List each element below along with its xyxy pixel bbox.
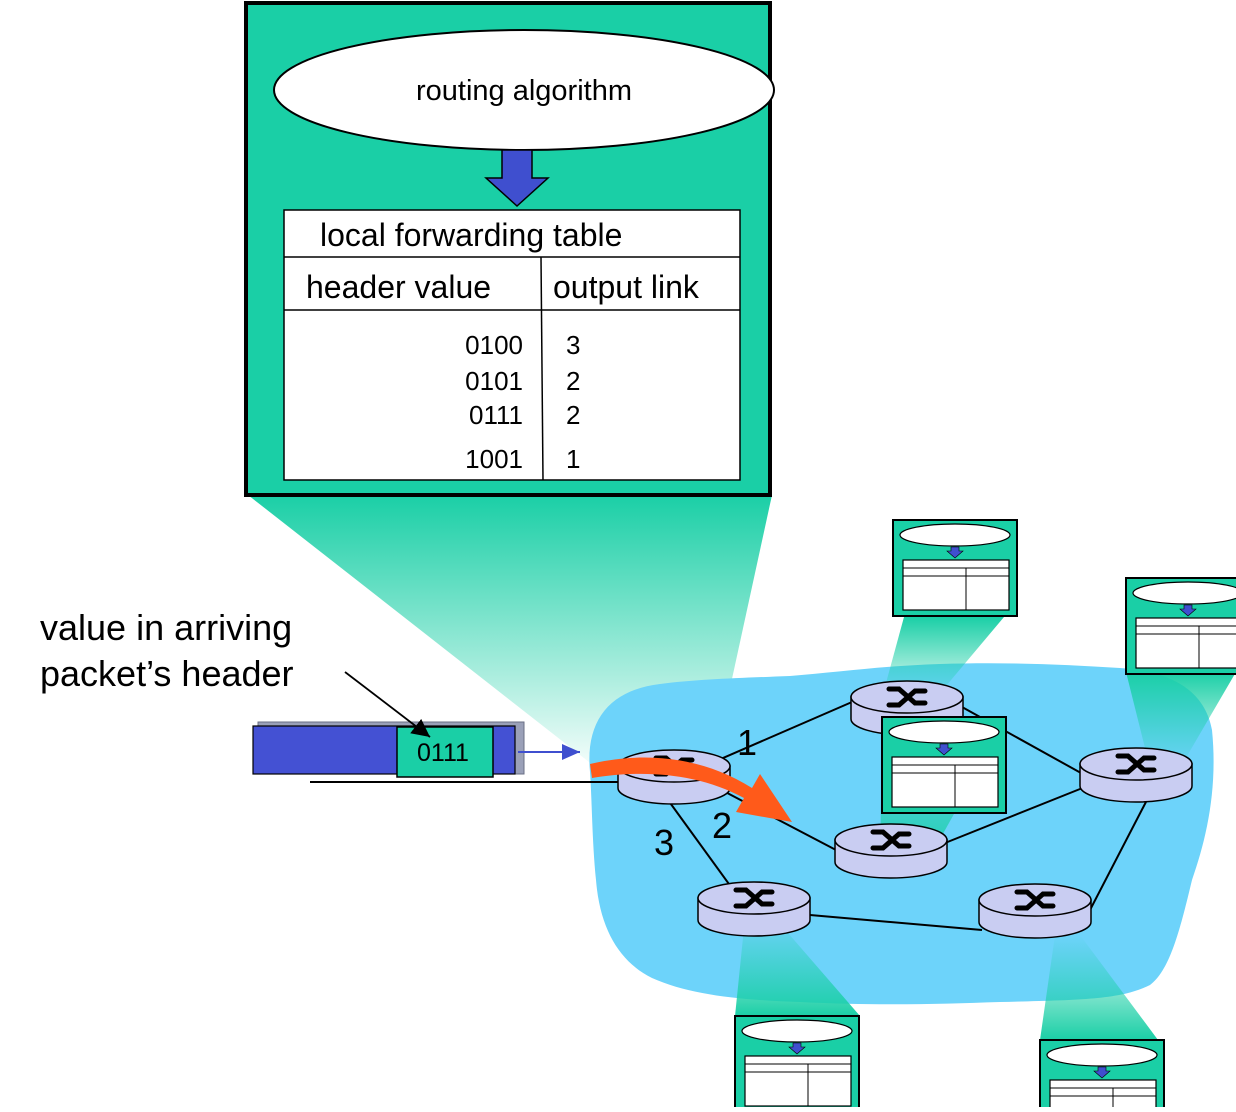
table-row: 0101 2 bbox=[465, 366, 580, 396]
table-row: 0111 2 bbox=[469, 400, 580, 430]
annotation-pointer bbox=[344, 671, 431, 738]
row-output-link: 2 bbox=[566, 366, 580, 396]
mini-table-bottom-left[interactable] bbox=[734, 1015, 860, 1112]
mini-table-right[interactable] bbox=[1125, 577, 1236, 675]
arriving-packet[interactable]: 0111 bbox=[252, 721, 525, 778]
annotation-line-1: value in arriving bbox=[40, 607, 292, 648]
down-arrow-icon bbox=[484, 149, 550, 208]
mini-table-top[interactable] bbox=[892, 519, 1018, 617]
router-right[interactable] bbox=[1080, 748, 1192, 802]
beam-router-right bbox=[1126, 672, 1236, 768]
row-output-link: 1 bbox=[566, 444, 580, 474]
link-label-2: 2 bbox=[712, 805, 732, 846]
beam-router-bottom-left bbox=[735, 918, 860, 1016]
router-bottom-left[interactable] bbox=[698, 882, 810, 936]
row-header-value: 1001 bbox=[465, 444, 523, 474]
mini-table-bottom-right[interactable] bbox=[1039, 1039, 1165, 1112]
router-bottom-right[interactable] bbox=[979, 884, 1091, 938]
row-header-value: 0100 bbox=[465, 330, 523, 360]
row-header-value: 0111 bbox=[469, 400, 523, 430]
beam-router-bottom-right bbox=[1040, 935, 1158, 1040]
column-header-value: header value bbox=[306, 269, 491, 305]
table-row: 0100 3 bbox=[465, 330, 580, 360]
packet-header-value: 0111 bbox=[417, 739, 469, 767]
column-output-link: output link bbox=[553, 269, 700, 305]
forwarding-arrow bbox=[590, 757, 792, 822]
row-header-value: 0101 bbox=[465, 366, 523, 396]
router-center[interactable] bbox=[835, 824, 947, 878]
row-output-link: 2 bbox=[566, 400, 580, 430]
forwarding-table: local forwarding table header value outp… bbox=[283, 209, 741, 481]
network-links bbox=[310, 701, 1149, 931]
row-output-link: 3 bbox=[566, 330, 580, 360]
link-label-3: 3 bbox=[654, 822, 674, 863]
mini-table-bottom-center[interactable] bbox=[881, 716, 1007, 814]
link-label-1: 1 bbox=[737, 722, 757, 763]
table-row: 1001 1 bbox=[465, 444, 580, 474]
routing-algorithm-label: routing algorithm bbox=[416, 75, 632, 107]
main-routing-box: routing algorithm local forwarding table… bbox=[244, 1, 775, 497]
annotation-line-2: packet’s header bbox=[40, 653, 294, 694]
forwarding-table-title: local forwarding table bbox=[320, 217, 622, 253]
